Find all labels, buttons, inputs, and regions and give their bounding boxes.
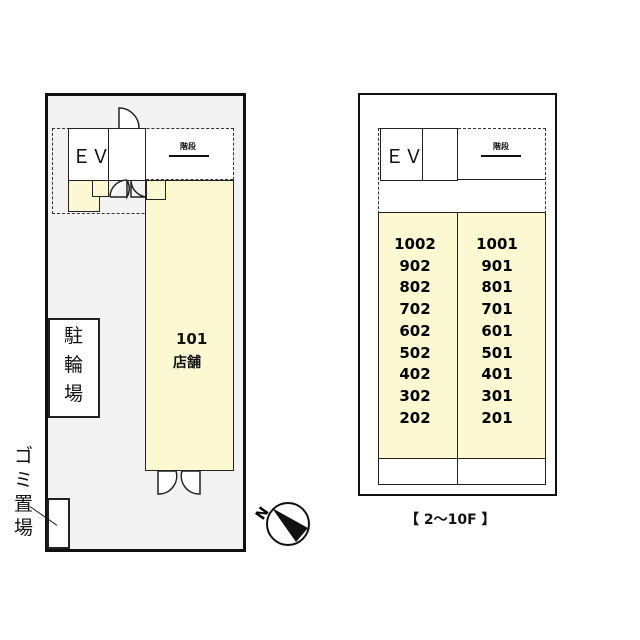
ground-ev (68, 128, 109, 181)
unit-number: 901 (481, 256, 513, 275)
garbage-label: ゴ ミ 置 場 (14, 444, 33, 540)
upper-stairs (458, 129, 545, 180)
balcony-left (378, 458, 458, 485)
garbage-label-char: ゴ (14, 445, 34, 467)
upper-ev (380, 128, 423, 181)
unit-number: 701 (481, 300, 513, 319)
bike-parking (48, 318, 100, 418)
unit-number: 401 (481, 365, 513, 384)
upper-unit-left (378, 212, 458, 459)
unit-number: 202 (399, 408, 431, 427)
unit-number: 302 (399, 386, 431, 405)
unit-number: 502 (399, 343, 431, 362)
ground-stairs (146, 129, 233, 180)
door-icon (157, 470, 201, 495)
garbage-label-char: 置 (14, 493, 34, 515)
unit-number: 501 (481, 343, 513, 362)
garbage-label-char: ミ (14, 469, 34, 491)
upper-ev-label: ＥＶ (385, 146, 424, 168)
floors-label: 【 2～10F 】 (405, 512, 496, 528)
ground-ev-label: ＥＶ (72, 146, 111, 168)
compass-icon: N (253, 502, 310, 546)
garbage-label-char: 場 (14, 517, 34, 539)
balcony-right (457, 458, 546, 485)
stairs-line (169, 155, 209, 157)
unit-number: 301 (481, 386, 513, 405)
unit-101-store (145, 180, 234, 471)
unit-number: 201 (481, 408, 513, 427)
ground-stairs-label: 階段 (180, 142, 196, 151)
ground-corridor (108, 128, 146, 181)
unit-101-type: 店舗 (173, 355, 201, 371)
upper-corridor (422, 128, 458, 181)
unit-number: 402 (399, 365, 431, 384)
left-unit-numbers: 1002 902 802 702 602 502 402 302 202 (390, 234, 440, 429)
upper-stairs-label: 階段 (493, 142, 509, 151)
unit-number: 1002 (394, 235, 436, 253)
door-icon (109, 107, 149, 200)
unit-number: 702 (399, 300, 431, 319)
ground-small-room (92, 180, 109, 197)
unit-number: 1001 (476, 235, 518, 253)
ground-small-room (146, 180, 166, 200)
bike-parking-label: 駐 輪 場 (64, 325, 84, 405)
unit-number: 902 (399, 256, 431, 275)
unit-number: 802 (399, 278, 431, 297)
right-unit-numbers: 1001 901 801 701 601 501 401 301 201 (472, 234, 522, 429)
unit-number: 602 (399, 321, 431, 340)
unit-number: 601 (481, 321, 513, 340)
stairs-line (481, 155, 521, 157)
garbage-area (47, 498, 70, 549)
unit-number: 801 (481, 278, 513, 297)
unit-101-number: 101 (176, 330, 208, 348)
